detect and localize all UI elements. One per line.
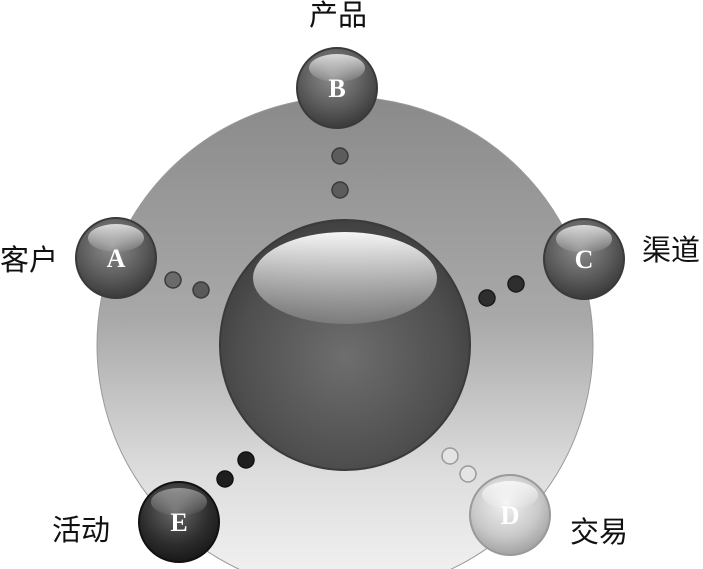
node-d-label: 交易 — [570, 515, 628, 549]
node-b-letter: B — [328, 74, 345, 103]
node-a-letter: A — [107, 244, 126, 273]
node-c: C — [544, 219, 624, 299]
center-sphere — [220, 220, 470, 470]
node-b-label: 产品 — [309, 0, 367, 32]
node-d: D — [470, 475, 550, 555]
node-b: B — [297, 48, 377, 128]
node-e: E — [139, 482, 219, 562]
node-c-label: 渠道 — [642, 233, 700, 267]
node-e-label: 活动 — [52, 513, 110, 547]
node-a-label: 客户 — [0, 243, 58, 277]
node-e-letter: E — [170, 508, 187, 537]
node-a: A — [76, 218, 156, 298]
node-d-letter: D — [501, 501, 520, 530]
node-c-letter: C — [575, 245, 594, 274]
